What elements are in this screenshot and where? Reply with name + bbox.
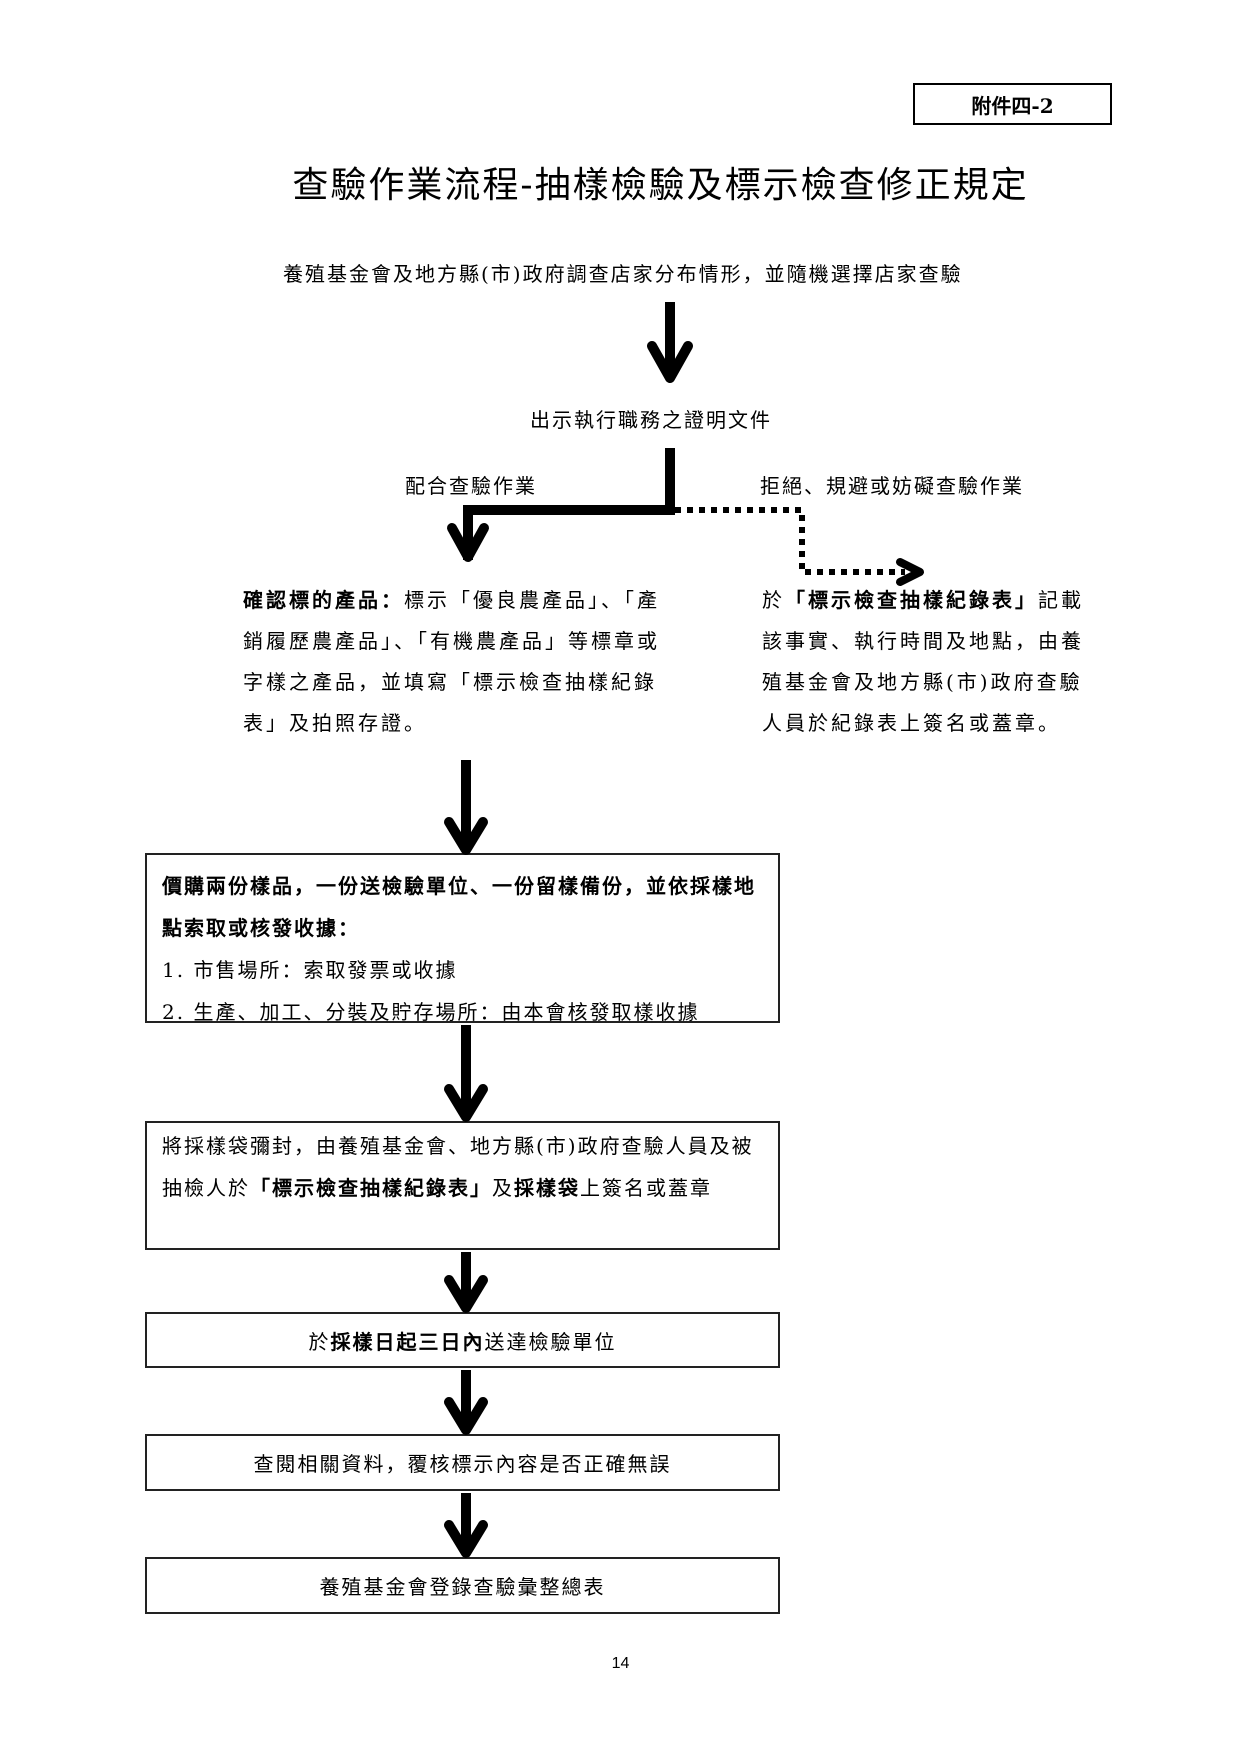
page-title: 查驗作業流程-抽樣檢驗及標示檢查修正規定 <box>292 165 1029 206</box>
arrow-down-icon <box>444 1252 488 1313</box>
step-show-credentials: 出示執行職務之證明文件 <box>530 408 772 432</box>
arrow-down-icon <box>444 1025 488 1122</box>
box-deliver-lab: 於採樣日起三日內送達檢驗單位 <box>145 1312 780 1368</box>
branch-label-refuse: 拒絕、規避或妨礙查驗作業 <box>760 474 1024 498</box>
purchase-item-1: 1. 市售場所：索取發票或收據 <box>162 958 458 982</box>
box-purchase-samples: 價購兩份樣品，一份送檢驗單位、一份留樣備份，並依採樣地點索取或核發收據： 1. … <box>145 853 780 1023</box>
arrow-down-icon <box>444 1493 488 1558</box>
arrow-down-icon <box>444 1370 488 1435</box>
page-number: 14 <box>611 1655 630 1672</box>
branch-label-cooperate: 配合查驗作業 <box>405 474 537 498</box>
confirm-products-lead: 確認標的產品： <box>243 588 404 612</box>
purchase-instructions: 價購兩份樣品，一份送檢驗單位、一份留樣備份，並依採樣地點索取或核發收據： <box>162 874 756 940</box>
arrow-down-icon <box>444 760 488 855</box>
purchase-item-2: 2. 生產、加工、分裝及貯存場所：由本會核發取樣收據 <box>162 1000 700 1023</box>
annex-label: 附件四-2 <box>913 83 1112 125</box>
dotted-arrow-refuse <box>675 507 924 586</box>
refusal-record-text: 於「標示檢查抽樣紀錄表」記載該事實、執行時間及地點，由養殖基金會及地方縣(市)政… <box>762 588 1084 735</box>
arrow-down-icon <box>647 302 693 383</box>
step-survey-stores: 養殖基金會及地方縣(市)政府調查店家分布情形，並隨機選擇店家查驗 <box>283 262 963 286</box>
box-seal-bag: 將採樣袋彌封，由養殖基金會、地方縣(市)政府查驗人員及被抽檢人於「標示檢查抽樣紀… <box>145 1121 780 1250</box>
confirm-products-text: 確認標的產品：標示「優良農產品」、「產銷履歷農產品」、「有機農產品」等標章或字樣… <box>243 588 660 735</box>
box-review-labels: 查閱相關資料，覆核標示內容是否正確無誤 <box>145 1434 780 1491</box>
elbow-arrow-cooperate <box>447 448 675 562</box>
box-register-summary: 養殖基金會登錄查驗彙整總表 <box>145 1557 780 1614</box>
